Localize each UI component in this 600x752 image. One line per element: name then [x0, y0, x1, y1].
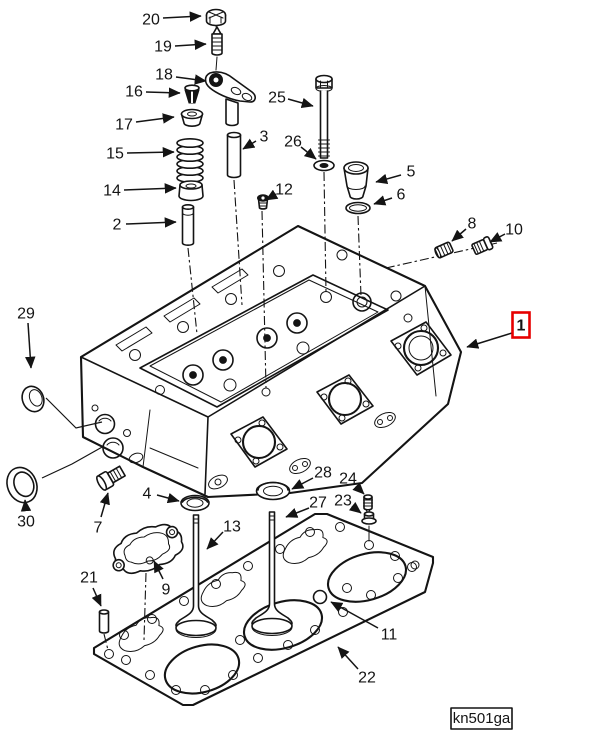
callout-label-4: 4 — [143, 486, 152, 503]
part-26-washer — [313, 159, 335, 172]
callout-arrow-20 — [162, 11, 202, 22]
callout-label-26: 26 — [284, 134, 302, 151]
part-13-valve — [175, 514, 217, 638]
leader-link-29 — [45, 397, 103, 429]
part-20-nut — [205, 8, 227, 27]
part-15-valve-spring — [176, 138, 204, 184]
part-12-screw — [257, 194, 269, 210]
part-25-head-bolt — [315, 74, 333, 159]
callout-label-29: 29 — [17, 306, 35, 323]
part-18-rocker-arm — [204, 71, 256, 127]
callout-label-5: 5 — [407, 164, 416, 181]
callout-label-19: 19 — [154, 39, 172, 56]
part-17-spring-retainer — [180, 108, 204, 127]
part-21-dowel-pin — [98, 609, 110, 634]
callout-arrow-17 — [135, 113, 175, 124]
part-24-stud — [363, 494, 373, 514]
callout-arrow-12 — [265, 189, 279, 201]
callout-label-12: 12 — [275, 182, 293, 199]
part-3-push-tube — [226, 131, 242, 179]
figure-code: kn501ga — [453, 710, 511, 727]
callout-label-2: 2 — [113, 217, 122, 234]
callout-label-14: 14 — [103, 183, 121, 200]
callout-layer: 1234567891011121314151617181920212223242… — [17, 11, 531, 687]
callout-label-17: 17 — [115, 117, 133, 134]
leader-link-layer — [41, 397, 105, 479]
callout-label-7: 7 — [94, 520, 103, 537]
callout-arrow-16 — [145, 87, 181, 98]
callout-arrow-11 — [330, 601, 379, 629]
part-9-thermostat-gasket — [112, 523, 184, 575]
callout-label-16: 16 — [125, 84, 143, 101]
callout-arrow-15 — [126, 146, 175, 158]
callout-arrow-30 — [20, 499, 32, 512]
callout-arrow-14 — [123, 183, 177, 194]
part-8-plug — [434, 241, 454, 259]
callout-highlight-box-1 — [511, 311, 531, 339]
callout-arrow-10 — [489, 232, 506, 243]
callout-arrow-29 — [25, 322, 36, 369]
part-23-ferrule — [361, 511, 377, 525]
callout-label-6: 6 — [397, 187, 406, 204]
part-2-valve-guide — [181, 204, 195, 246]
part-14-spring-seat — [178, 180, 204, 202]
callout-label-9: 9 — [162, 582, 171, 599]
callout-arrow-9 — [153, 560, 164, 580]
callout-label-20: 20 — [142, 12, 160, 29]
callout-label-18: 18 — [155, 67, 173, 84]
callout-arrow-1 — [466, 332, 513, 349]
callout-label-10: 10 — [505, 222, 523, 239]
callout-label-3: 3 — [260, 129, 269, 146]
callout-label-24: 24 — [339, 471, 357, 488]
callout-arrow-4 — [156, 492, 180, 504]
part-16-valve-keepers — [184, 84, 200, 104]
callout-arrow-28 — [291, 477, 314, 490]
part-7-pipe-plug — [96, 465, 126, 491]
figure-code-box: kn501ga — [450, 707, 513, 730]
callout-arrow-22 — [337, 646, 359, 670]
callout-arrow-21 — [91, 587, 102, 607]
callout-arrow-25 — [287, 97, 314, 109]
part-1-cylinder-head — [79, 224, 463, 499]
callout-arrow-24 — [352, 482, 365, 495]
callout-label-11: 11 — [381, 627, 398, 644]
part-19-adjusting-screw — [211, 26, 223, 56]
callout-arrow-26 — [300, 146, 317, 160]
part-22-head-gasket — [92, 512, 435, 707]
part-4-valve-stem-seal — [180, 494, 210, 512]
callout-arrow-23 — [348, 501, 362, 514]
callout-label-23: 23 — [334, 493, 352, 510]
callout-label-15: 15 — [106, 146, 124, 163]
part-28-valve-stem-seal — [255, 481, 291, 501]
callout-label-13: 13 — [223, 519, 241, 536]
callout-arrow-18 — [175, 74, 207, 85]
callout-arrow-6 — [373, 195, 393, 206]
callout-label-28: 28 — [314, 465, 332, 482]
callout-arrow-3 — [242, 138, 257, 150]
callout-label-1: 1 — [517, 318, 526, 335]
callout-arrow-13 — [206, 531, 224, 550]
part-5-injector-sleeve — [343, 161, 369, 200]
callout-label-27: 27 — [309, 495, 327, 512]
callout-arrow-8 — [451, 228, 467, 242]
callout-arrow-5 — [375, 173, 402, 185]
part-30-seal-ring — [6, 466, 38, 504]
leader-link-30 — [41, 445, 105, 479]
callout-arrow-2 — [125, 217, 177, 228]
part-10-plug — [471, 236, 494, 256]
part-6-o-ring — [345, 201, 371, 215]
callout-label-25: 25 — [268, 90, 286, 107]
callout-label-22: 22 — [358, 670, 376, 687]
part-29-cup-plug — [21, 385, 45, 413]
callout-label-8: 8 — [468, 216, 477, 233]
callout-arrow-19 — [174, 39, 207, 50]
callout-arrow-7 — [99, 492, 110, 518]
callout-label-21: 21 — [80, 570, 98, 587]
callout-label-30: 30 — [17, 514, 35, 531]
part-27-valve — [251, 511, 293, 636]
callout-arrow-27 — [285, 507, 310, 518]
